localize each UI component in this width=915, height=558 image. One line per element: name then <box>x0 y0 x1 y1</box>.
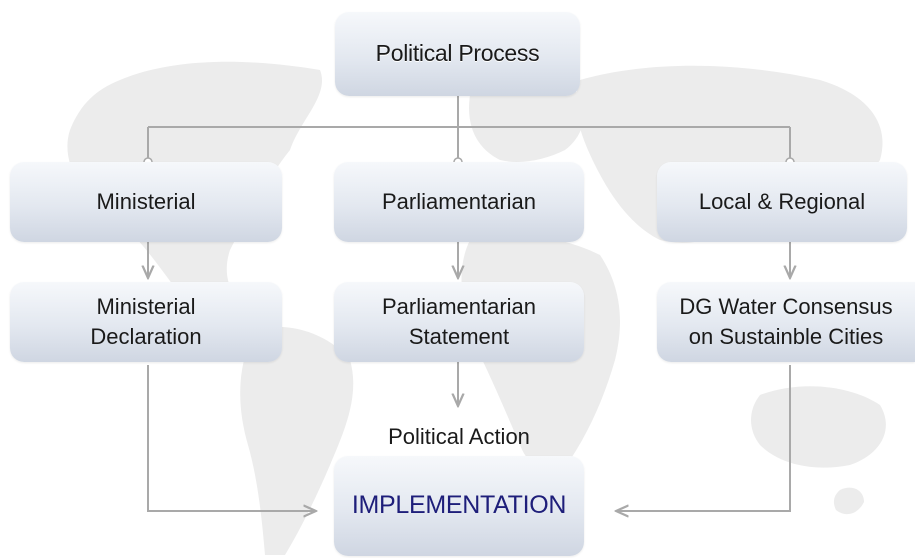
ministerial-declaration-node: Ministerial Declaration <box>10 282 282 362</box>
parliamentarian-label: Parliamentarian <box>381 189 537 215</box>
arrow-consensus-to-implementation <box>616 365 791 511</box>
ministerial-declaration-line-2: Declaration <box>90 324 202 349</box>
ministerial-node: Ministerial <box>10 162 282 242</box>
parliamentarian-node: Parliamentarian <box>334 162 584 242</box>
dg-water-consensus-line-2: on Sustainble Cities <box>688 324 884 349</box>
local-regional-label: Local & Regional <box>698 189 866 215</box>
dg-water-consensus-node: DG Water Consensus on Sustainble Cities <box>657 282 915 362</box>
parliamentarian-statement-line-1: Parliamentarian <box>381 294 537 320</box>
political-action-label: Political Action <box>388 424 530 449</box>
parliamentarian-statement-node: Parliamentarian Statement <box>334 282 584 362</box>
island-shape <box>833 487 864 515</box>
australia-shape <box>751 386 886 468</box>
local-regional-node: Local & Regional <box>657 162 907 242</box>
political-process-label: Political Process <box>375 40 540 67</box>
ministerial-declaration-line-1: Ministerial <box>96 294 196 320</box>
implementation-node: IMPLEMENTATION <box>334 456 584 556</box>
europe-shape <box>469 82 584 162</box>
political-process-node: Political Process <box>335 12 580 96</box>
arrow-declaration-to-implementation <box>147 365 316 511</box>
dg-water-consensus-line-1: DG Water Consensus <box>679 294 893 320</box>
south-america-shape <box>240 326 354 555</box>
ministerial-label: Ministerial <box>96 189 196 215</box>
parliamentarian-statement-line-2: Statement <box>408 324 510 349</box>
implementation-label: IMPLEMENTATION <box>351 491 567 520</box>
